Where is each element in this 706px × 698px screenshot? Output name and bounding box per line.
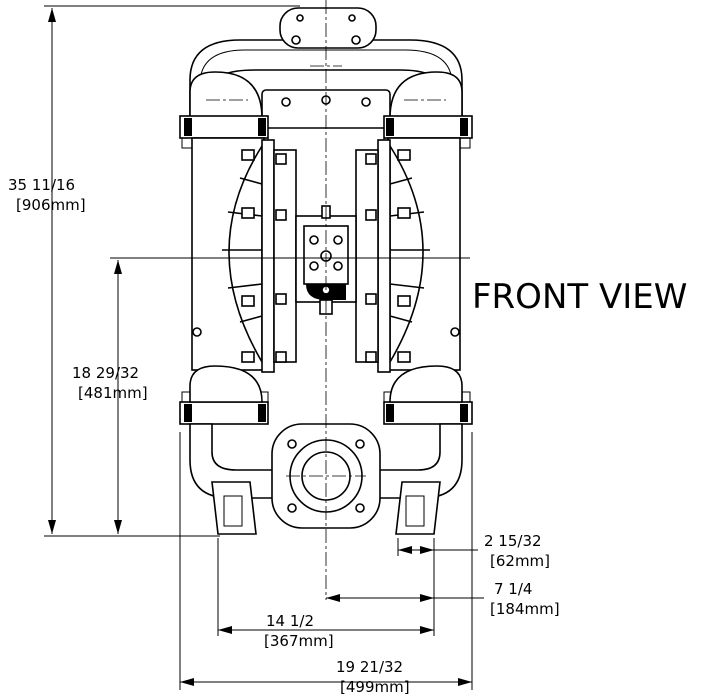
left-air-chamber xyxy=(273,149,297,363)
center-to-foot-imperial: 7 1/4 xyxy=(494,580,532,598)
flange-bolt xyxy=(296,14,304,22)
inlet-height-imperial: 18 29/32 xyxy=(72,364,139,382)
left-lower-elbow xyxy=(189,365,263,403)
left-lower-clamp xyxy=(179,401,269,425)
right-upper-elbow xyxy=(389,71,463,119)
left-clamp-band xyxy=(261,139,275,373)
inlet-height-metric: [481mm] xyxy=(78,384,148,402)
foot-width-metric: [62mm] xyxy=(490,552,550,570)
left-foot xyxy=(211,481,257,535)
suction-manifold xyxy=(189,423,463,499)
flange-bolt xyxy=(348,14,356,22)
view-title: FRONT VIEW xyxy=(472,277,687,317)
right-clamp-band xyxy=(377,139,391,373)
overall-height-imperial: 35 11/16 xyxy=(8,176,75,194)
right-lower-clamp xyxy=(383,401,473,425)
right-lower-elbow xyxy=(389,365,463,403)
foot-span-imperial: 14 1/2 xyxy=(266,612,314,630)
left-upper-elbow xyxy=(189,71,263,119)
right-air-chamber xyxy=(355,149,379,363)
air-chamber-bolts xyxy=(241,149,411,363)
center-to-foot-metric: [184mm] xyxy=(490,600,560,618)
foot-span-metric: [367mm] xyxy=(264,632,334,650)
left-upper-clamp xyxy=(179,115,269,139)
foot-width-imperial: 2 15/32 xyxy=(484,532,542,550)
overall-height-metric: [906mm] xyxy=(16,196,86,214)
flange-bolt xyxy=(351,35,361,45)
right-diaphragm-cover xyxy=(389,143,424,365)
left-diaphragm-cover xyxy=(228,143,263,365)
right-diaphragm-ribs xyxy=(389,177,430,323)
right-upper-clamp xyxy=(383,115,473,139)
pump-body xyxy=(179,0,473,600)
dimension-lines xyxy=(44,5,484,690)
overall-width-imperial: 19 21/32 xyxy=(336,658,403,676)
flange-bolt xyxy=(291,35,301,45)
discharge-manifold xyxy=(189,39,463,121)
overall-width-metric: [499mm] xyxy=(340,678,410,696)
right-foot xyxy=(395,481,441,535)
